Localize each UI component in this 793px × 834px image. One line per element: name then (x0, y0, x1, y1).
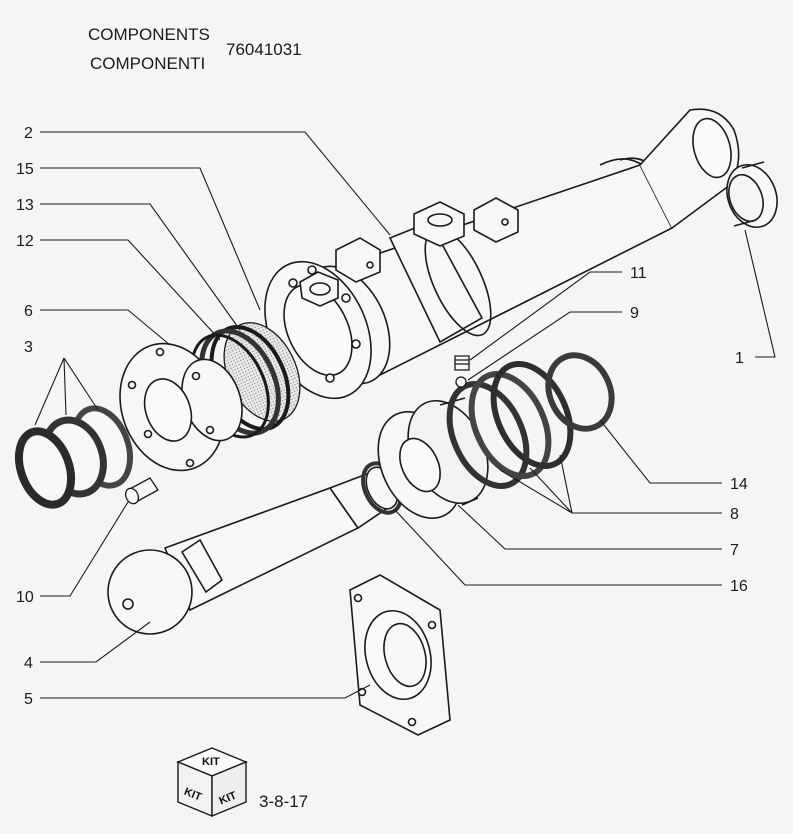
kit-label-top: KIT (202, 756, 220, 768)
callout-14: 14 (730, 476, 748, 493)
part-6-gland (119, 342, 243, 472)
callout-4: 4 (24, 655, 33, 672)
callout-7: 7 (730, 542, 739, 559)
callout-13: 13 (16, 197, 34, 214)
part-1-bushing (726, 161, 778, 228)
callout-leaders (34, 131, 776, 699)
part-7-piston (377, 397, 489, 520)
callout-12: 12 (16, 233, 34, 250)
callout-9: 9 (630, 305, 639, 322)
callout-1: 1 (735, 350, 744, 367)
cylinder-barrel (264, 108, 740, 400)
callout-10: 10 (16, 589, 34, 606)
part-14-wear-ring (545, 352, 615, 432)
callout-3: 3 (24, 339, 33, 356)
callout-2: 2 (24, 125, 33, 142)
part-3-seal-rings (14, 405, 134, 509)
part-10-screw (124, 477, 159, 505)
part-5-square-flange (349, 574, 451, 736)
part-9-ball (455, 376, 467, 388)
callout-15: 15 (16, 161, 34, 178)
part-11-nipple (454, 355, 470, 371)
callout-8: 8 (730, 506, 739, 523)
kit-cube-icon: KIT KIT KIT (176, 747, 248, 818)
callout-16: 16 (730, 578, 748, 595)
part-4-piston-rod (107, 466, 399, 635)
header-components-en: COMPONENTS (88, 25, 210, 44)
callout-numbers: 2 15 13 12 6 3 10 4 5 11 9 1 14 8 7 16 (16, 125, 748, 708)
part-number: 76041031 (226, 40, 302, 59)
part-8-piston-rings (446, 360, 574, 490)
header-components-it: COMPONENTI (90, 54, 206, 73)
page-reference: 3-8-17 (259, 792, 309, 811)
callout-5: 5 (24, 691, 33, 708)
callout-11: 11 (630, 265, 647, 282)
callout-6: 6 (24, 303, 33, 320)
